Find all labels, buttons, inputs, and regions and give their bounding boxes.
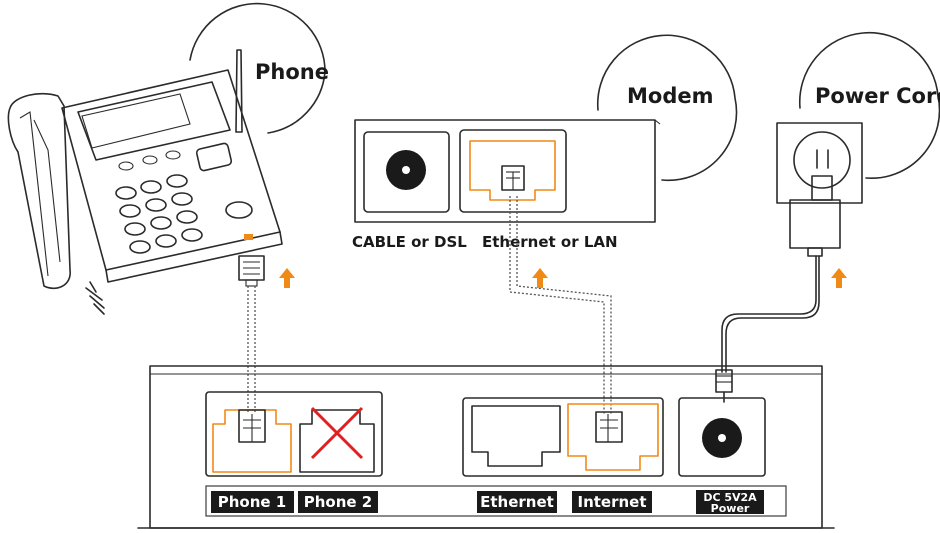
lan-ports-group [462, 397, 664, 477]
up-arrow-icon [532, 268, 548, 288]
svg-text:Power: Power [711, 502, 750, 515]
ethernet-port [471, 405, 561, 467]
power-cord-callout-label: Power Cord [815, 84, 940, 108]
modem-cable-label: CABLE or DSL [352, 233, 467, 251]
router-back-panel: Phone 1 Phone 2 Ethernet Internet DC 5V2… [137, 365, 835, 529]
modem-callout: Modem [596, 34, 738, 182]
phone2-label: Phone 2 [298, 491, 378, 513]
power-cord-callout: Power Cord [798, 31, 940, 180]
svg-text:Internet: Internet [577, 493, 646, 511]
phone-ports-group [205, 391, 383, 477]
modem-callout-label: Modem [627, 84, 713, 108]
modem-illustration: CABLE or DSL Ethernet or LAN [352, 119, 661, 251]
cross-icon [310, 406, 364, 460]
power-label: DC 5V2A Power [696, 490, 764, 515]
power-outlet-illustration [715, 122, 863, 403]
power-jack-group [678, 397, 766, 477]
modem-cable-port [363, 131, 450, 213]
svg-text:DC 5V2A: DC 5V2A [703, 491, 757, 504]
modem-ethernet-label: Ethernet or LAN [482, 233, 618, 251]
internet-port [567, 403, 659, 471]
phone-callout-label: Phone [255, 60, 329, 84]
phone-port-marker [244, 234, 253, 240]
phone-line-cable [247, 286, 256, 414]
svg-text:Phone 1: Phone 1 [218, 493, 287, 511]
phone2-port [299, 409, 375, 473]
ethernet-label: Ethernet [477, 491, 557, 513]
svg-text:Phone 2: Phone 2 [304, 493, 373, 511]
modem-ethernet-port [459, 129, 567, 213]
phone1-label: Phone 1 [211, 491, 294, 513]
up-arrow-icon [831, 268, 847, 288]
up-arrow-icon [279, 268, 295, 288]
phone1-port [212, 409, 292, 473]
svg-text:Ethernet: Ethernet [480, 493, 554, 511]
internet-label: Internet [572, 491, 652, 513]
desk-phone-illustration [7, 49, 283, 315]
rj11-plug-icon [238, 255, 265, 287]
internet-cable [509, 196, 612, 414]
phone-callout: Phone [189, 2, 329, 134]
